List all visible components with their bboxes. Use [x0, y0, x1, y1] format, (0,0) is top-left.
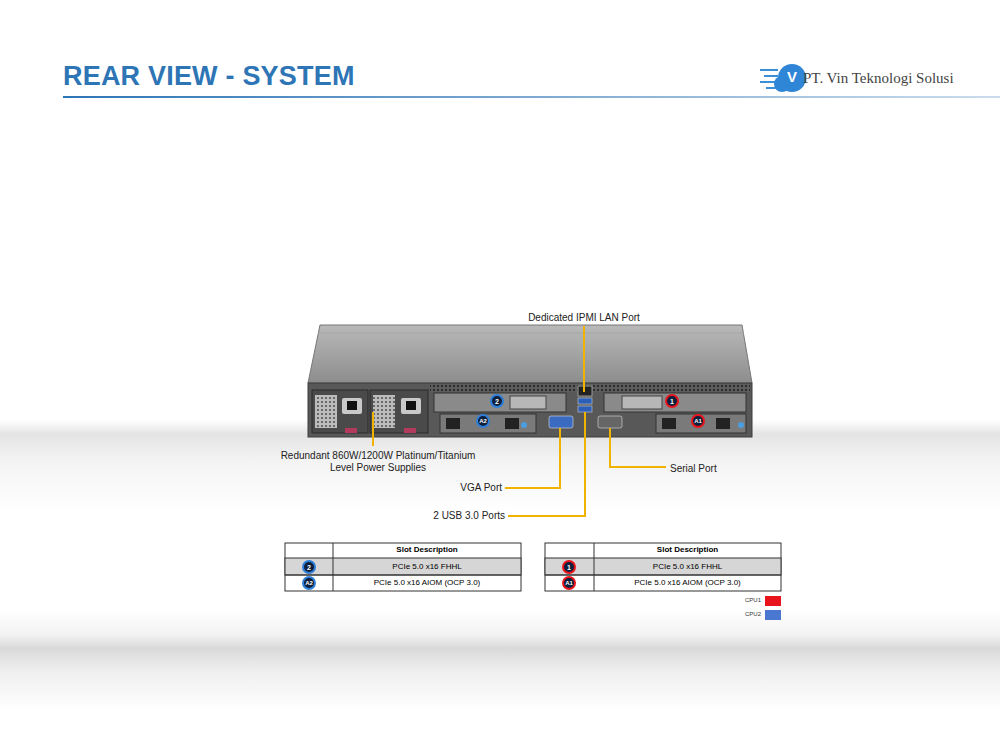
callout-number: 2 [495, 398, 499, 405]
part-label: Redundant 860W/1200W Platinum/Titanium L… [278, 450, 478, 474]
title-rule [63, 96, 1000, 98]
callout-circle: A2 [476, 414, 490, 428]
callout-circle: 1 [562, 560, 576, 574]
part-label: 2 USB 3.0 Ports [380, 510, 505, 522]
logo-letter: V [784, 68, 800, 86]
slot-table [285, 543, 781, 591]
callout-number: 2 [307, 564, 311, 571]
table-cell: PCIe 5.0 x16 AIOM (OCP 3.0) [333, 578, 521, 588]
server-chassis [308, 325, 752, 437]
callout-number: 1 [670, 398, 674, 405]
callout-circle: A1 [691, 414, 705, 428]
callout-number: A1 [694, 418, 702, 424]
part-label: Serial Port [670, 463, 717, 475]
callout-circle: A1 [562, 576, 576, 590]
table-cell: PCIe 5.0 x16 FHHL [333, 562, 521, 572]
company-name: PT. Vin Teknologi Solusi [803, 69, 954, 87]
callout-circle: 1 [665, 394, 679, 408]
legend-swatch [765, 596, 781, 606]
legend-text: CPU2 [745, 611, 761, 618]
callout-number: A2 [305, 580, 313, 586]
callout-number: A1 [565, 580, 573, 586]
part-label: Dedicated IPMI LAN Port [512, 312, 656, 324]
callout-number: A2 [479, 418, 487, 424]
part-label: VGA Port [400, 482, 502, 494]
table-header: Slot Description [594, 545, 781, 555]
table-header: Slot Description [333, 545, 521, 555]
legend-swatch [765, 610, 781, 620]
callout-circle: 2 [302, 560, 316, 574]
callout-circle: 2 [490, 394, 504, 408]
slide-title: REAR VIEW - SYSTEM [63, 60, 355, 92]
legend-text: CPU1 [745, 597, 761, 604]
table-cell: PCIe 5.0 x16 AIOM (OCP 3.0) [594, 578, 781, 588]
table-cell: PCIe 5.0 x16 FHHL [594, 562, 781, 572]
leader-lines [373, 326, 666, 516]
callout-number: 1 [567, 564, 571, 571]
callout-circle: A2 [302, 576, 316, 590]
logo-icon [760, 64, 806, 92]
